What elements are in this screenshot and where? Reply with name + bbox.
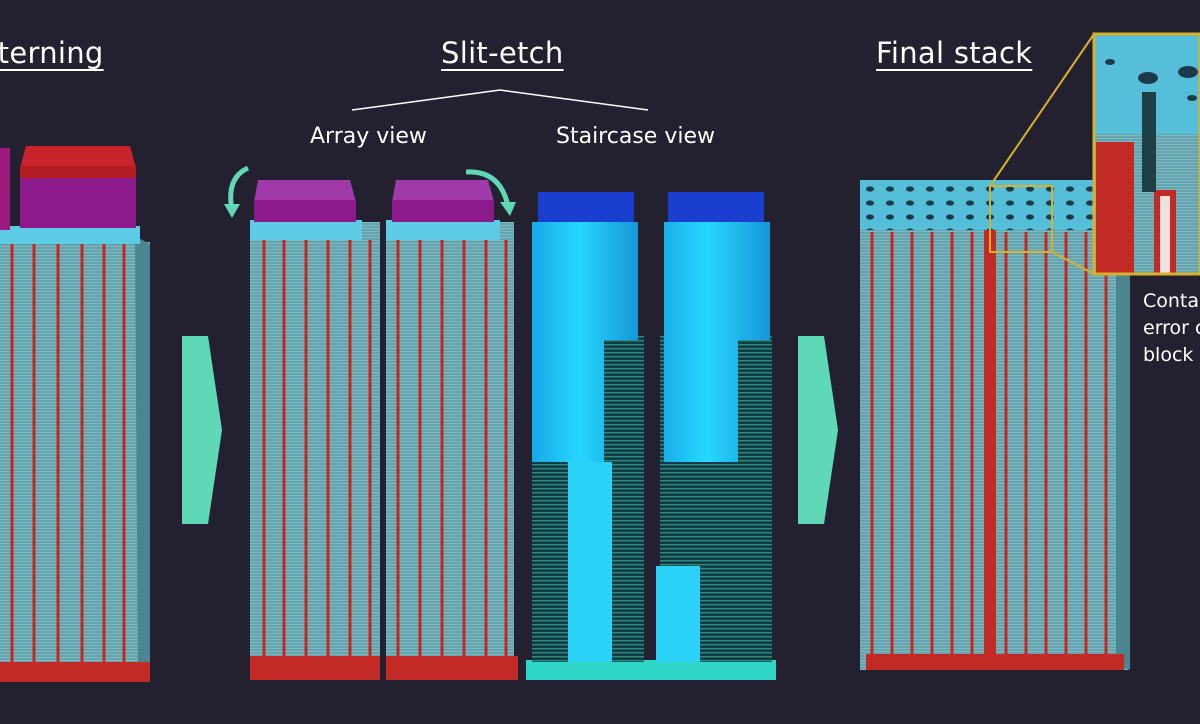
channel-group bbox=[870, 232, 1108, 658]
array-view-stacks bbox=[224, 165, 518, 680]
rotate-arrow-left-icon bbox=[228, 165, 250, 211]
array-stack-right bbox=[386, 222, 514, 662]
final-stack bbox=[860, 32, 1200, 670]
mask-block-left-body bbox=[254, 200, 356, 222]
staircase-left-bright bbox=[532, 222, 638, 662]
channel-group bbox=[10, 244, 126, 665]
array-stack-left bbox=[250, 222, 380, 662]
stack-body bbox=[0, 242, 150, 680]
callout-line-3: block bbox=[1143, 344, 1194, 366]
slit-etch-bracket bbox=[351, 89, 649, 111]
hole bbox=[1138, 72, 1158, 84]
mask-block-left bbox=[0, 148, 10, 230]
final-stack-side bbox=[1116, 190, 1130, 670]
mask-block-red bbox=[20, 166, 136, 180]
array-base-left bbox=[250, 656, 380, 680]
stack-base bbox=[0, 662, 150, 682]
zoom-line-bottom bbox=[1051, 251, 1095, 275]
zoom-inset-frame bbox=[1092, 32, 1200, 276]
hole bbox=[1187, 95, 1197, 101]
staircase-view-label: Staircase view bbox=[556, 124, 715, 149]
staircase-right-cap bbox=[668, 192, 764, 222]
hole bbox=[1105, 59, 1115, 65]
staircase-base bbox=[526, 660, 776, 680]
process-arrow-2 bbox=[798, 336, 838, 524]
final-stack-heading: Final stack bbox=[876, 36, 1033, 70]
array-view-label: Array view bbox=[310, 124, 427, 149]
process-arrow-1 bbox=[182, 336, 222, 524]
mask-block-right-body bbox=[392, 200, 494, 222]
mask-block-purple bbox=[20, 178, 136, 228]
staircase-right-bright bbox=[656, 222, 770, 662]
mask-block-left bbox=[254, 180, 356, 202]
stack-side bbox=[135, 236, 150, 680]
stack-top bbox=[0, 226, 140, 244]
array-stack-left-top bbox=[250, 220, 362, 240]
zoom-inset-contact-core bbox=[1160, 196, 1170, 274]
staircase-view-stacks bbox=[526, 192, 776, 680]
patterning-stack bbox=[0, 146, 150, 682]
zoom-inset-red bbox=[1096, 142, 1134, 274]
staircase-left-pillar bbox=[568, 462, 612, 662]
rotate-arrow-right-icon bbox=[465, 169, 511, 207]
staircase-left-cap bbox=[538, 192, 634, 222]
staircase-right-pillar bbox=[656, 566, 700, 662]
zoom-region-box bbox=[989, 185, 1053, 253]
contact-slit bbox=[984, 230, 996, 660]
hole bbox=[1178, 66, 1198, 78]
rotate-arrowhead-left bbox=[224, 204, 240, 218]
rotate-arrowhead-right bbox=[500, 202, 516, 216]
slit-etch-heading: Slit-etch bbox=[441, 36, 564, 70]
callout-line-1: Conta bbox=[1143, 290, 1200, 312]
array-stack-right-top bbox=[386, 220, 500, 240]
mask-block-top bbox=[20, 146, 136, 168]
zoom-line-top bbox=[989, 33, 1095, 187]
zoom-inset-dark-pillar bbox=[1142, 92, 1156, 192]
callout-line-2: error c bbox=[1143, 317, 1200, 339]
mask-block-right bbox=[392, 180, 494, 202]
array-base-right bbox=[386, 656, 518, 680]
channel-group bbox=[262, 240, 508, 660]
patterning-heading: tterning bbox=[0, 36, 104, 70]
